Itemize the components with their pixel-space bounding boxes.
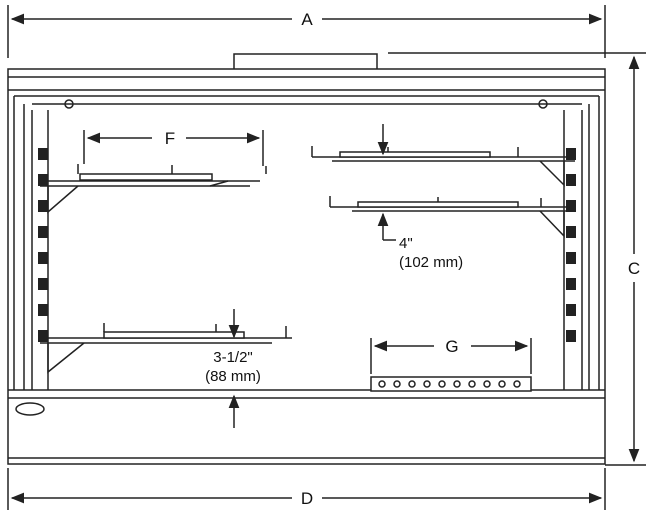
rack-spacing-inches: 4" [399, 235, 413, 252]
label-d: D [301, 489, 313, 508]
label-a: A [301, 10, 313, 29]
rack-middle-right [329, 196, 575, 238]
dimension-d [7, 468, 606, 510]
clearance-inches: 3-1/2" [213, 349, 253, 366]
rack-support-slots [38, 148, 576, 342]
label-c: C [628, 259, 640, 278]
label-g: G [445, 337, 458, 356]
rack-spacing-mm: (102 mm) [399, 254, 463, 271]
dimension-c [388, 52, 646, 466]
clearance-mm: (88 mm) [205, 368, 261, 385]
heater-element [370, 376, 532, 392]
dimension-a [7, 5, 606, 58]
dimension-g [370, 338, 532, 374]
cabinet [7, 53, 606, 465]
label-f: F [165, 129, 175, 148]
indicator-light [15, 402, 45, 416]
rack-lower-left [40, 323, 292, 374]
rack-spacing-leaders [377, 124, 396, 241]
dimension-f [83, 130, 264, 166]
